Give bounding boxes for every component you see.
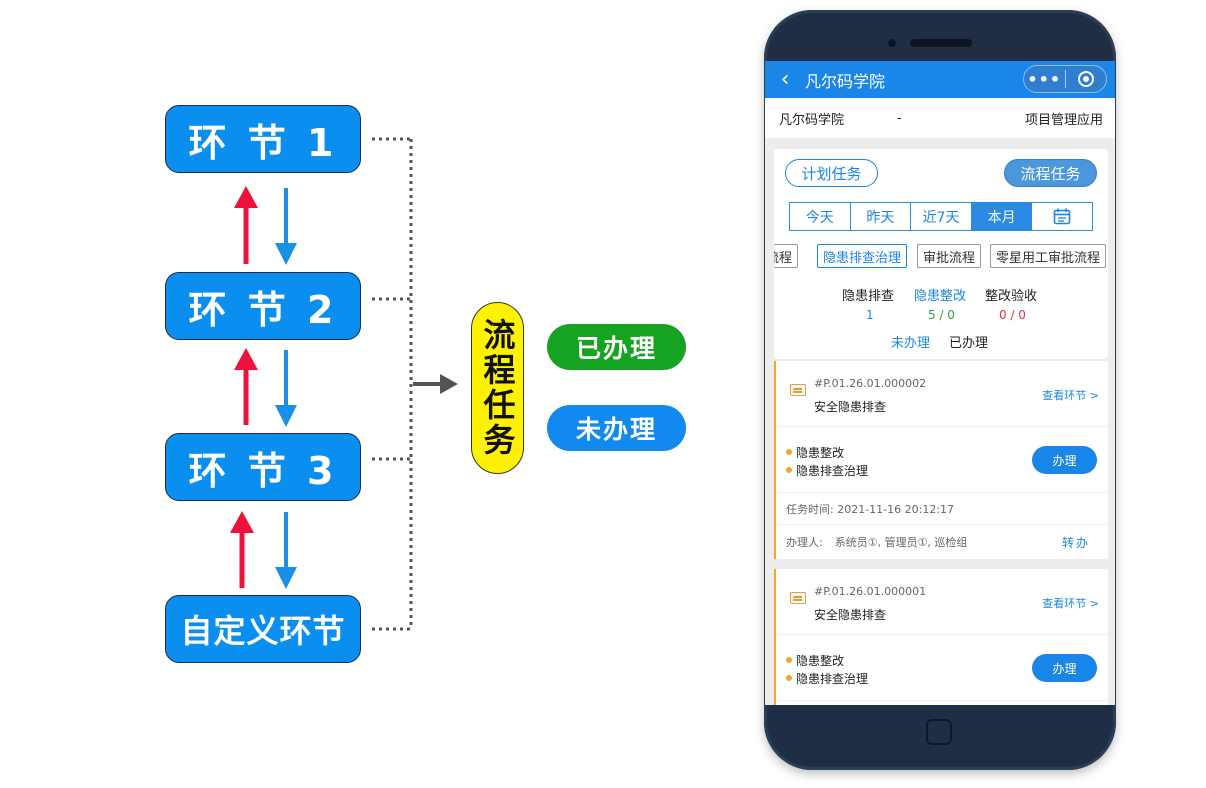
subtab-done[interactable]: 已办理 [949, 336, 989, 351]
task-header: #P.01.26.01.000002 安全隐患排查 查看环节 > [776, 361, 1108, 427]
subtab-todo[interactable]: 未办理 [891, 336, 931, 351]
stat-value-rectify: 5 / 0 [928, 308, 955, 322]
up-arrow-3 [230, 511, 254, 588]
plan-task-button[interactable]: 计划任务 [785, 159, 878, 187]
task-body: 隐患整改 隐患排查治理 办理 [776, 635, 1108, 701]
nav-title: 凡尔码学院 [805, 71, 886, 91]
task-body: 隐患整改 隐患排查治理 办理 [776, 427, 1108, 493]
nav-bar: ‹ 凡尔码学院 ••• [765, 61, 1115, 98]
handle-button[interactable]: 办理 [1032, 654, 1097, 682]
handler-label: 办理人: [786, 536, 823, 549]
filter-card: 计划任务 流程任务 今天 昨天 近7天 本月 流程 隐患排查治理 审批流程 零星… [774, 149, 1108, 359]
app-name[interactable]: 项目管理应用 [1024, 112, 1103, 128]
task-step: 隐患排查治理 [785, 672, 869, 686]
message-icon [790, 384, 806, 396]
chevron-left-icon[interactable]: ‹ [780, 67, 790, 92]
stat-label-inspection[interactable]: 隐患排查 [842, 289, 895, 304]
more-dots-icon[interactable]: ••• [1027, 69, 1062, 89]
task-card: #P.01.26.01.000001 安全隐患排查 查看环节 > 隐患整改 隐患… [774, 569, 1108, 705]
task-number: #P.01.26.01.000002 [814, 377, 927, 390]
calendar-icon[interactable] [1032, 203, 1092, 230]
down-arrow-3 [275, 512, 297, 589]
up-arrow-1 [234, 186, 258, 264]
view-steps-link[interactable]: 查看环节 > [1042, 597, 1099, 610]
info-bar: 凡尔码学院 - 项目管理应用 [765, 98, 1115, 138]
task-number: #P.01.26.01.000001 [814, 585, 927, 598]
capsule-divider [1064, 70, 1066, 88]
stage-1-box: 环 节 1 [165, 105, 361, 173]
task-name: 安全隐患排查 [814, 400, 887, 414]
stat-value-inspection: 1 [866, 308, 874, 322]
phone-screen: ‹ 凡尔码学院 ••• 凡尔码学院 - 项目管理应用 计划任务 流程任务 今天 … [765, 61, 1115, 705]
process-tag-temp-labor[interactable]: 零星用工审批流程 [990, 244, 1107, 268]
task-time: 任务时间: 2021-11-16 20:12:17 [776, 493, 1108, 525]
dotted-bracket [372, 137, 413, 631]
status-done-pill: 已办理 [547, 324, 686, 370]
stage-3-box: 环 节 3 [165, 433, 361, 501]
down-arrow-1 [275, 188, 297, 265]
transfer-link[interactable]: 转办 [1061, 535, 1090, 550]
tab-this-month[interactable]: 本月 [971, 203, 1033, 230]
task-header: #P.01.26.01.000001 安全隐患排查 查看环节 > [776, 569, 1108, 635]
down-arrow-2 [275, 350, 297, 427]
process-tag-approval[interactable]: 审批流程 [917, 244, 982, 268]
flow-connectors [230, 137, 458, 631]
view-steps-link[interactable]: 查看环节 > [1042, 389, 1099, 402]
org-name: 凡尔码学院 [779, 112, 845, 128]
phone-camera [888, 39, 896, 47]
info-dash: - [897, 110, 902, 126]
tab-yesterday[interactable]: 昨天 [851, 203, 912, 230]
flow-task-pill: 流程任务 [471, 302, 524, 474]
home-button[interactable] [926, 719, 952, 745]
task-step: 隐患整改 [785, 446, 845, 460]
right-arrow [413, 374, 458, 394]
phone-speaker [910, 39, 972, 47]
flow-task-button[interactable]: 流程任务 [1004, 159, 1097, 187]
task-card: #P.01.26.01.000002 安全隐患排查 查看环节 > 隐患整改 隐患… [774, 361, 1108, 559]
custom-stage-box: 自定义环节 [165, 595, 361, 663]
process-tag-flow[interactable]: 流程 [774, 244, 799, 268]
task-name: 安全隐患排查 [814, 608, 887, 622]
handle-button[interactable]: 办理 [1032, 446, 1097, 474]
stat-value-acceptance: 0 / 0 [999, 308, 1026, 322]
stat-label-rectify[interactable]: 隐患整改 [914, 289, 967, 304]
handler-names: 系统员①, 管理员①, 巡检组 [834, 536, 968, 549]
task-step: 隐患整改 [785, 654, 845, 668]
mini-program-capsule: ••• [1023, 65, 1107, 93]
date-tabs: 今天 昨天 近7天 本月 [789, 202, 1093, 231]
message-icon [790, 592, 806, 604]
stat-label-acceptance[interactable]: 整改验收 [985, 289, 1038, 304]
status-todo-pill: 未办理 [547, 405, 686, 451]
stage-2-box: 环 节 2 [165, 272, 361, 340]
tab-last-7-days[interactable]: 近7天 [911, 203, 972, 230]
process-tag-hazard[interactable]: 隐患排查治理 [817, 244, 908, 268]
up-arrow-2 [234, 348, 258, 425]
target-icon[interactable] [1065, 71, 1106, 87]
task-step: 隐患排查治理 [785, 464, 869, 478]
task-handler: 办理人: 系统员①, 管理员①, 巡检组 转办 [776, 525, 1108, 559]
tab-today[interactable]: 今天 [790, 203, 851, 230]
process-tags-row: 流程 隐患排查治理 审批流程 零星用工审批流程 [774, 244, 1108, 268]
